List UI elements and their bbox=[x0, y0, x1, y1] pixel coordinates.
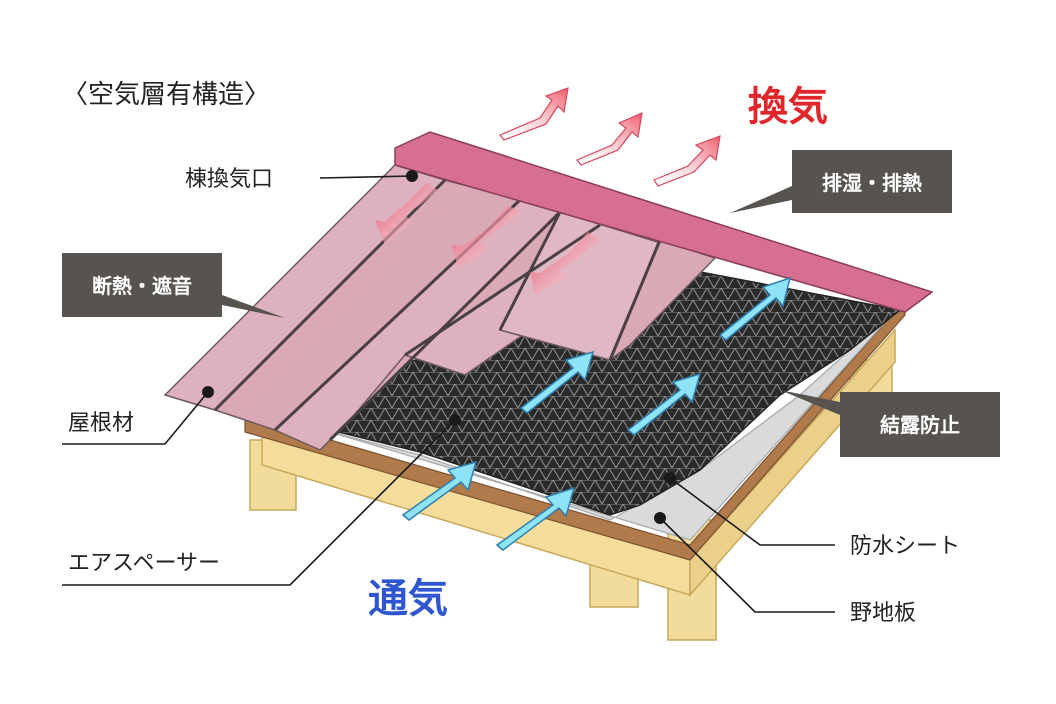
panel-seams bbox=[213, 178, 662, 442]
leader-roof-material bbox=[62, 391, 209, 445]
label-ridge-vent: 棟換気口 bbox=[185, 167, 273, 192]
exhaust-arrow-1 bbox=[499, 87, 569, 141]
warm-arrow-3 bbox=[530, 232, 600, 295]
callout-condensation-text: 結露防止 bbox=[880, 413, 960, 437]
dot-waterproof bbox=[664, 472, 676, 484]
interior-exhaust-arrows bbox=[375, 183, 600, 295]
air-arrow-4 bbox=[626, 372, 702, 436]
callout-insulation: 断熱・遮音 bbox=[62, 253, 285, 318]
intake-headline: 通気 bbox=[368, 576, 448, 622]
callout-dehumidify: 排湿・排熱 bbox=[730, 150, 952, 213]
exhaust-headline: 換気 bbox=[748, 84, 828, 130]
intake-air-arrows bbox=[401, 276, 792, 551]
dot-ridge-vent bbox=[406, 170, 418, 182]
warm-arrow-2 bbox=[452, 205, 520, 268]
air-arrow-1 bbox=[401, 460, 478, 521]
leader-lines bbox=[62, 170, 835, 613]
leader-sheathing bbox=[659, 517, 835, 613]
callout-dehumidify-text: 排湿・排熱 bbox=[822, 171, 922, 195]
leader-waterproof bbox=[669, 477, 835, 546]
diagram-title: 〈空気層有構造〉 bbox=[62, 80, 270, 110]
leader-ridge-vent bbox=[319, 175, 413, 179]
air-arrow-5 bbox=[718, 276, 792, 341]
callout-insulation-text: 断熱・遮音 bbox=[92, 274, 192, 298]
air-arrow-2 bbox=[495, 486, 576, 551]
warm-arrow-1 bbox=[375, 183, 438, 245]
dot-air-spacer bbox=[449, 414, 461, 426]
air-arrow-3 bbox=[519, 350, 595, 414]
waterproof-sheet bbox=[329, 299, 906, 541]
exhaust-arrow-2 bbox=[576, 112, 643, 166]
label-air-spacer: エアスペーサー bbox=[68, 551, 220, 576]
exhaust-arrows bbox=[499, 87, 721, 187]
roof-panels bbox=[163, 164, 717, 451]
dot-sheathing bbox=[654, 512, 666, 524]
dot-roof-material bbox=[202, 386, 214, 398]
ridge-vent-cap bbox=[394, 131, 934, 313]
exhaust-arrow-3 bbox=[653, 135, 721, 187]
label-roof-material: 屋根材 bbox=[68, 411, 134, 436]
label-waterproof-sheet: 防水シート bbox=[850, 534, 960, 559]
leader-air-spacer bbox=[62, 419, 456, 586]
label-sheathing: 野地板 bbox=[850, 601, 916, 626]
callout-condensation: 結露防止 bbox=[780, 390, 1000, 457]
